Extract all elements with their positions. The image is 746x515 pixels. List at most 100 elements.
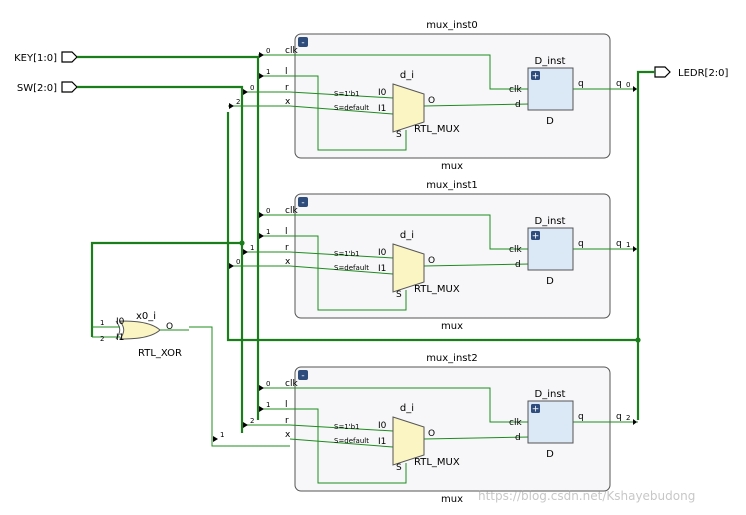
module-out-idx: 0 xyxy=(626,81,630,89)
dff-type: D xyxy=(546,116,554,127)
rip-arrow xyxy=(229,263,234,269)
rip-arrow xyxy=(259,406,264,412)
key-port-label: KEY[1:0] xyxy=(14,53,57,64)
port-r-label: r xyxy=(285,416,289,426)
submux-type: RTL_MUX xyxy=(414,284,460,295)
port-idx: 0 xyxy=(266,207,270,215)
port-l-label: l xyxy=(285,67,288,77)
submux-sel1: S=default xyxy=(334,437,369,445)
dff-q-label: q xyxy=(578,239,584,249)
module-out-q-label: q xyxy=(616,239,622,249)
submux-sel1: S=default xyxy=(334,264,369,272)
submux-out-label: O xyxy=(428,96,435,106)
expand-button[interactable] xyxy=(531,231,540,240)
submux-inst-name: d_i xyxy=(400,230,414,241)
xor-in0-idx: 1 xyxy=(100,319,104,327)
expand-button[interactable] xyxy=(531,71,540,80)
watermark: https://blog.csdn.net/Kshayebudong xyxy=(478,489,695,503)
xor-in0-label: I0 xyxy=(116,317,125,327)
port-x-label: x xyxy=(285,430,291,440)
module-out-idx: 2 xyxy=(626,414,630,422)
port-idx: 1 xyxy=(266,228,270,236)
module-inst-name: mux_inst0 xyxy=(426,20,478,31)
rip-arrow xyxy=(259,233,264,239)
port-idx: 0 xyxy=(266,47,270,55)
port-idx: 1 xyxy=(266,68,270,76)
port-idx: 0 xyxy=(250,84,254,92)
port-idx: 1 xyxy=(266,401,270,409)
dff-d-label: d xyxy=(515,260,521,270)
submux-sel-label: S xyxy=(396,290,402,300)
rip-arrow xyxy=(213,436,218,442)
port-x-label: x xyxy=(285,97,291,107)
rip-arrow xyxy=(229,103,234,109)
port-r-label: r xyxy=(285,83,289,93)
module-out-idx: 1 xyxy=(626,241,630,249)
out-arrow xyxy=(633,86,637,92)
expand-button[interactable] xyxy=(531,404,540,413)
rip-arrow xyxy=(259,52,264,58)
collapse-icon: - xyxy=(301,371,304,381)
rip-arrow xyxy=(259,212,264,218)
module-type: mux xyxy=(441,321,463,332)
dff-inst-name: D_inst xyxy=(535,389,566,400)
port-r-label: r xyxy=(285,243,289,253)
port-clk-label: clk xyxy=(285,46,298,56)
submux-sel0: S=1'b1 xyxy=(334,250,360,258)
rip-arrow xyxy=(243,422,248,428)
dff-clk-label: clk xyxy=(509,85,522,95)
module-out-q-label: q xyxy=(616,412,622,422)
xor-gate[interactable]: 1 2 I0 I1 O x0_i RTL_XOR xyxy=(92,311,189,359)
submux-in0-label: I0 xyxy=(378,421,387,431)
dff-inst-name: D_inst xyxy=(535,56,566,67)
xor-in1-idx: 2 xyxy=(100,335,104,343)
ledr-port[interactable]: LEDR[2:0] xyxy=(654,66,729,79)
xor-out-wire xyxy=(189,326,290,447)
submux-in0-label: I0 xyxy=(378,248,387,258)
submux-in1-label: I1 xyxy=(378,437,386,447)
submux-inst-name: d_i xyxy=(400,403,414,414)
module-out-q-label: q xyxy=(616,79,622,89)
dff-d-label: d xyxy=(515,100,521,110)
module-inst-name: mux_inst2 xyxy=(426,353,478,364)
submux-type: RTL_MUX xyxy=(414,457,460,468)
submux-out-label: O xyxy=(428,256,435,266)
module-box xyxy=(294,33,611,159)
dff-clk-label: clk xyxy=(509,418,522,428)
xor-out-label: O xyxy=(166,322,173,332)
collapse-button[interactable]: - xyxy=(298,370,308,381)
rip-arrow xyxy=(243,249,248,255)
port-clk-label: clk xyxy=(285,206,298,216)
sw-port[interactable]: SW[2:0] xyxy=(17,81,78,94)
module-inst-name: mux_inst1 xyxy=(426,180,478,191)
collapse-button[interactable]: - xyxy=(298,37,308,48)
expand-icon: + xyxy=(532,405,540,415)
collapse-button[interactable]: - xyxy=(298,197,308,208)
submux-in1-label: I1 xyxy=(378,264,386,274)
dff-q-label: q xyxy=(578,412,584,422)
port-l-label: l xyxy=(285,400,288,410)
submux-sel0: S=1'b1 xyxy=(334,423,360,431)
module-type: mux xyxy=(441,494,463,505)
module-box xyxy=(294,193,611,319)
key-port[interactable]: KEY[1:0] xyxy=(14,51,78,64)
dff-d-label: d xyxy=(515,433,521,443)
dff-inst-name: D_inst xyxy=(535,216,566,227)
module-box xyxy=(294,366,611,492)
ledr-port-label: LEDR[2:0] xyxy=(678,68,729,79)
submux-sel-label: S xyxy=(396,463,402,473)
submux-sel0: S=1'b1 xyxy=(334,90,360,98)
xor-type: RTL_XOR xyxy=(138,348,182,359)
collapse-icon: - xyxy=(301,38,304,48)
sw-port-label: SW[2:0] xyxy=(17,83,57,94)
